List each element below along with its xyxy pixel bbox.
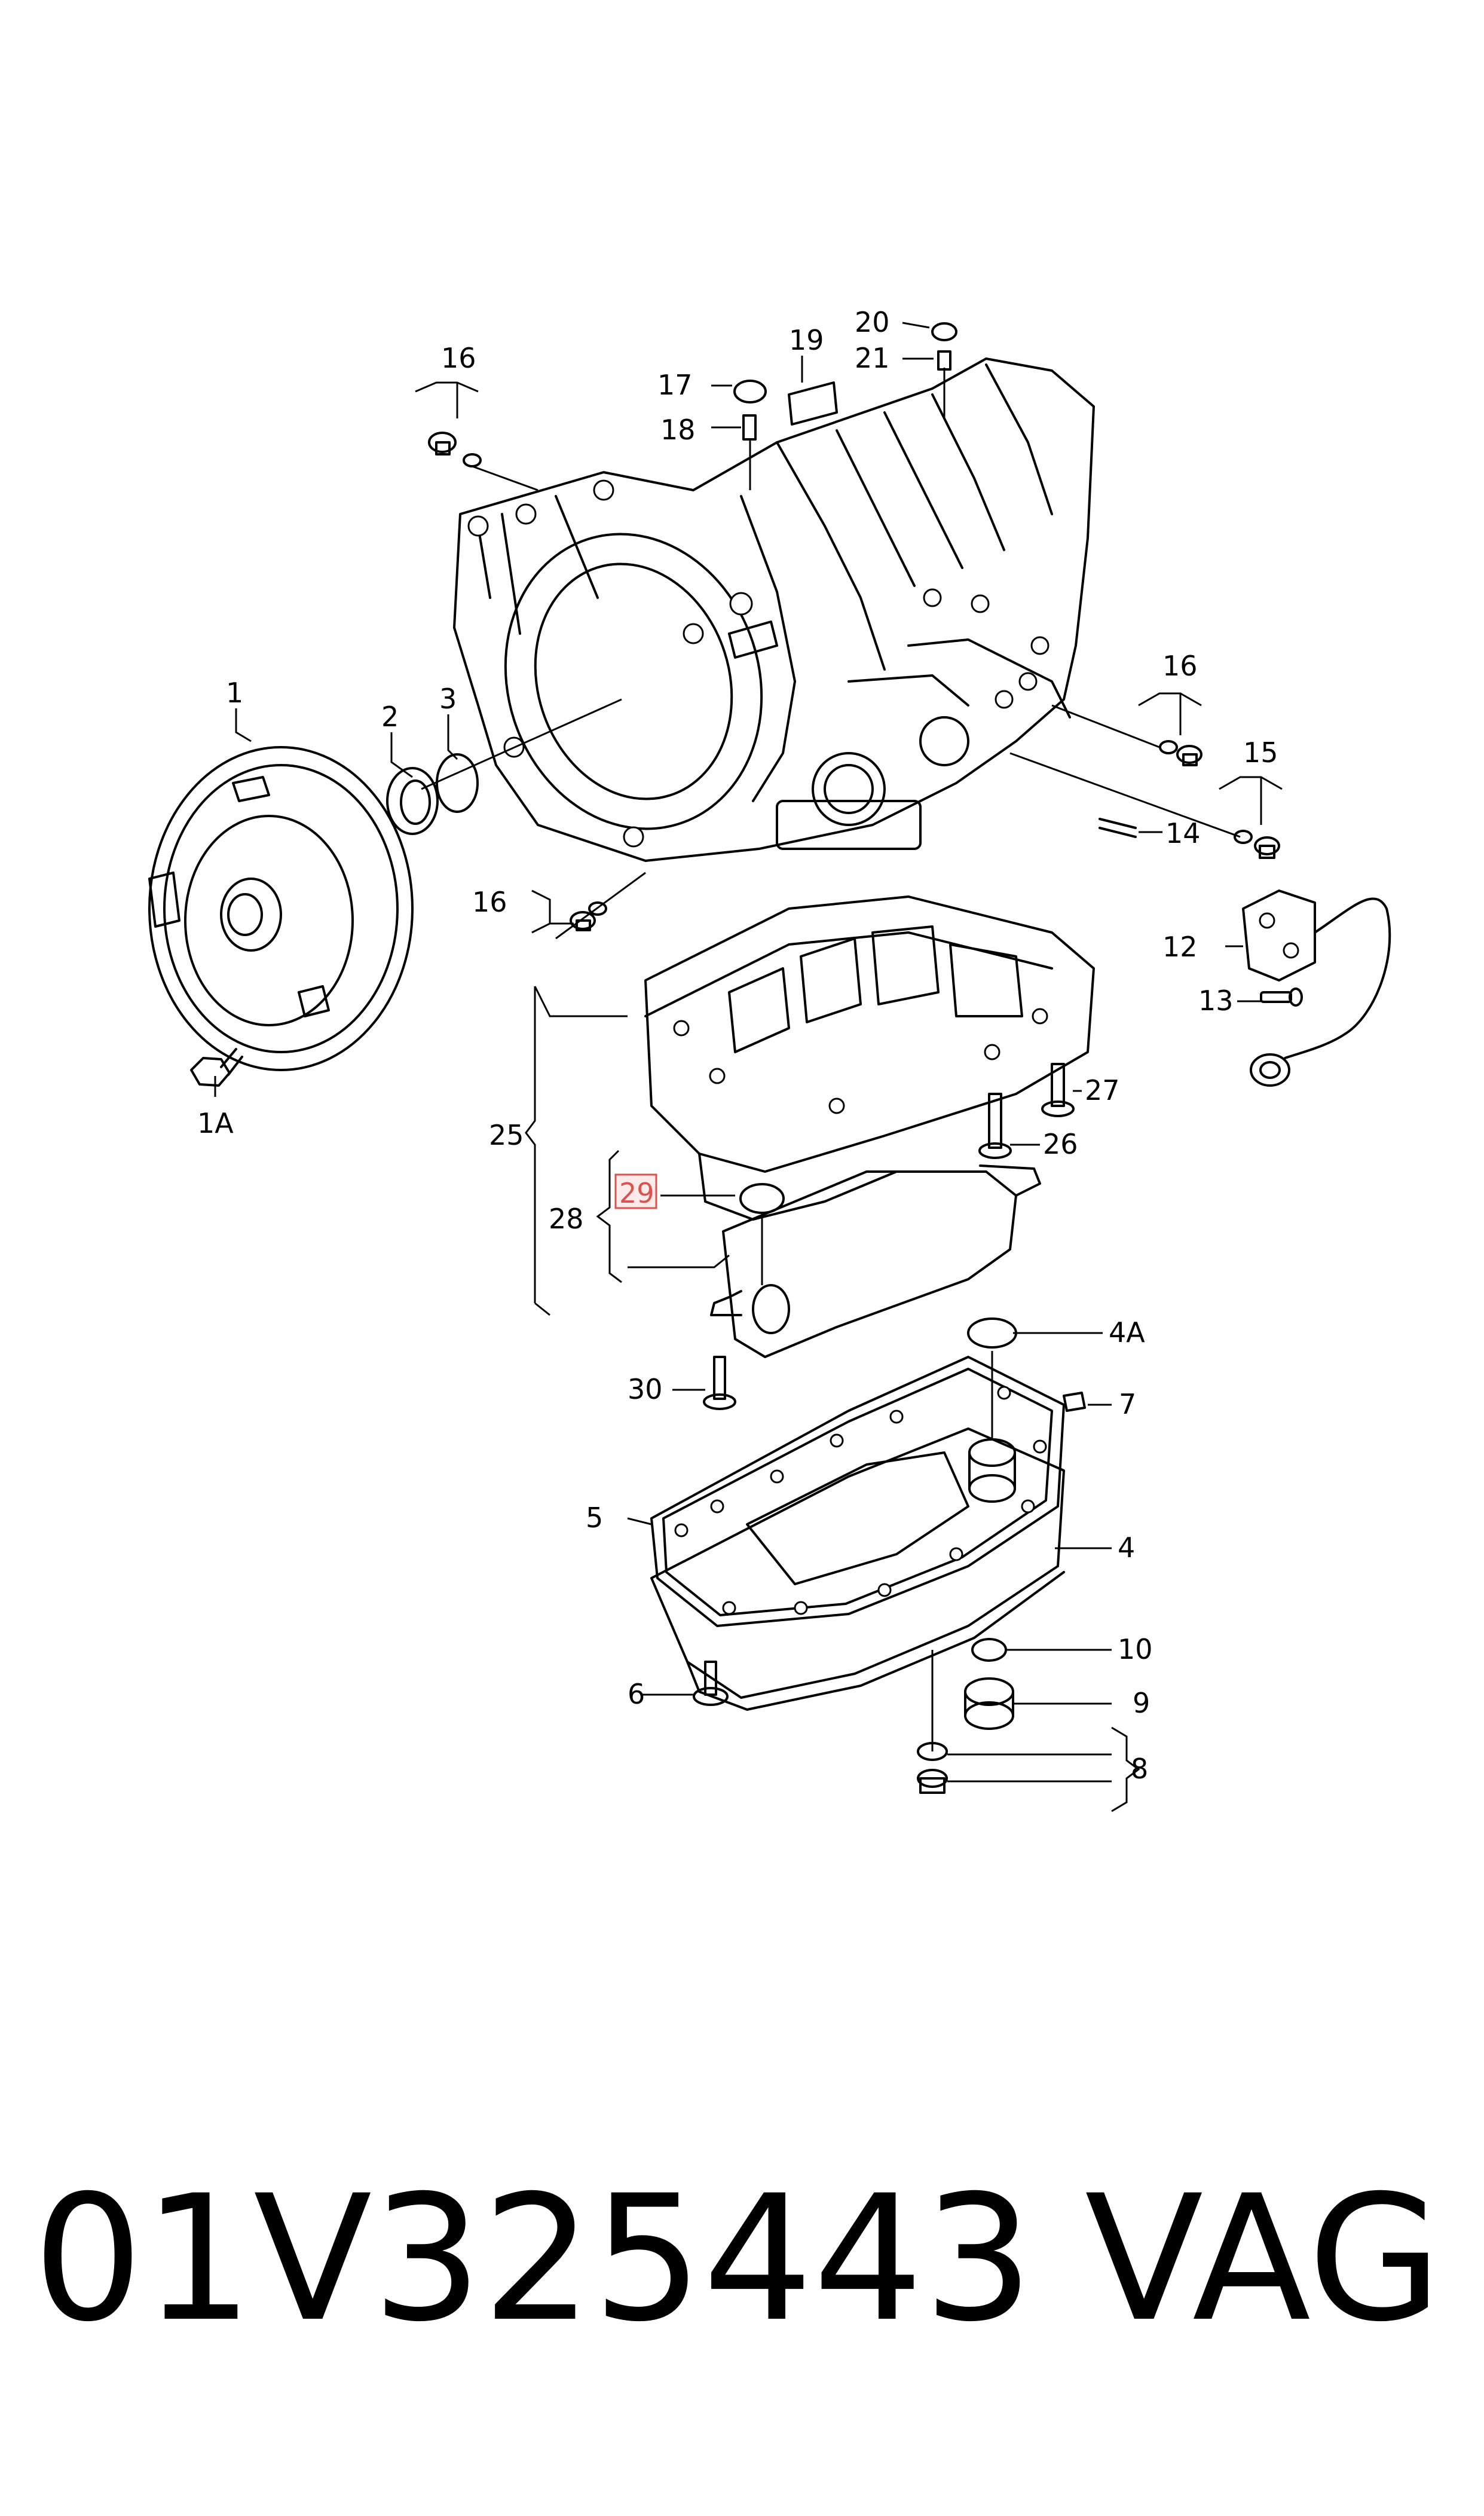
screw-21 [937, 350, 951, 371]
label-30: 30 [628, 1373, 663, 1405]
seal-29 [739, 1183, 785, 1214]
label-12: 12 [1162, 931, 1198, 963]
label-18: 18 [660, 414, 696, 446]
label-17: 17 [657, 369, 693, 401]
screw-6 [693, 1661, 729, 1706]
label-16-top: 16 [441, 342, 476, 374]
cap-17 [733, 380, 767, 403]
highlight-box-29 [614, 1173, 657, 1209]
bolt-13 [1260, 988, 1303, 1007]
label-7: 7 [1119, 1388, 1136, 1420]
cap-4A [967, 1317, 1017, 1349]
label-16-left: 16 [472, 886, 507, 918]
label-29: 29 [619, 1177, 654, 1209]
label-16-right: 16 [1162, 650, 1198, 682]
screw-26 [978, 1093, 1012, 1159]
seal-10 [971, 1638, 1007, 1662]
o-ring-3 [436, 753, 479, 813]
part-number: 01V325443 [33, 2159, 1034, 2360]
bolt-30 [703, 1356, 736, 1410]
oil-pan-gasket [650, 1356, 1065, 1627]
screw-18 [742, 414, 757, 441]
label-4: 4 [1118, 1531, 1135, 1564]
seal-2-inner [400, 779, 431, 825]
label-19 [788, 381, 838, 426]
torque-converter [148, 746, 414, 1071]
sensor-12 [1242, 889, 1391, 1087]
label-20: 20 [855, 306, 890, 338]
label-19: 19 [789, 324, 824, 356]
label-14: 14 [1165, 817, 1201, 849]
label-1: 1 [226, 677, 243, 709]
screw-16-left [570, 901, 607, 931]
label-27: 27 [1085, 1074, 1120, 1106]
filler-neck [968, 1438, 1016, 1503]
label-8: 8 [1131, 1753, 1148, 1785]
pin-14 [1099, 818, 1137, 838]
plug-9 [964, 1677, 1014, 1730]
brand-name: VAG [1085, 2159, 1442, 2360]
screw-16-right [1159, 740, 1203, 766]
label-6: 6 [628, 1678, 645, 1710]
label-1A: 1A [197, 1107, 234, 1139]
footer: 01V325443 VAG [0, 2170, 1484, 2349]
label-10: 10 [1118, 1633, 1153, 1665]
label-28: 28 [549, 1203, 584, 1235]
seal-2 [386, 767, 439, 835]
label-13: 13 [1198, 985, 1234, 1017]
label-9: 9 [1133, 1687, 1150, 1719]
label-25: 25 [489, 1119, 524, 1151]
screw-16-top [428, 432, 482, 467]
screw-27 [1041, 1063, 1075, 1117]
screw-15 [1234, 830, 1280, 859]
part-labels: 1 1A 2 3 16 17 18 19 20 21 16 15 14 12 1… [197, 306, 1278, 1785]
oil-filter [710, 1164, 1041, 1358]
bolt-1A [190, 1048, 243, 1087]
label-3: 3 [439, 683, 457, 715]
label-2: 2 [381, 701, 399, 733]
clip-7 [1063, 1392, 1086, 1412]
label-26: 26 [1043, 1128, 1078, 1160]
plug-8 [917, 1769, 948, 1794]
label-21: 21 [855, 342, 890, 374]
leader-lines [214, 322, 1283, 1812]
cap-20 [931, 322, 957, 341]
label-15: 15 [1243, 736, 1278, 769]
label-5: 5 [586, 1502, 603, 1534]
label-4A: 4A [1109, 1316, 1145, 1349]
oil-pan [650, 1386, 1065, 1711]
transmission-housing [453, 357, 1095, 862]
